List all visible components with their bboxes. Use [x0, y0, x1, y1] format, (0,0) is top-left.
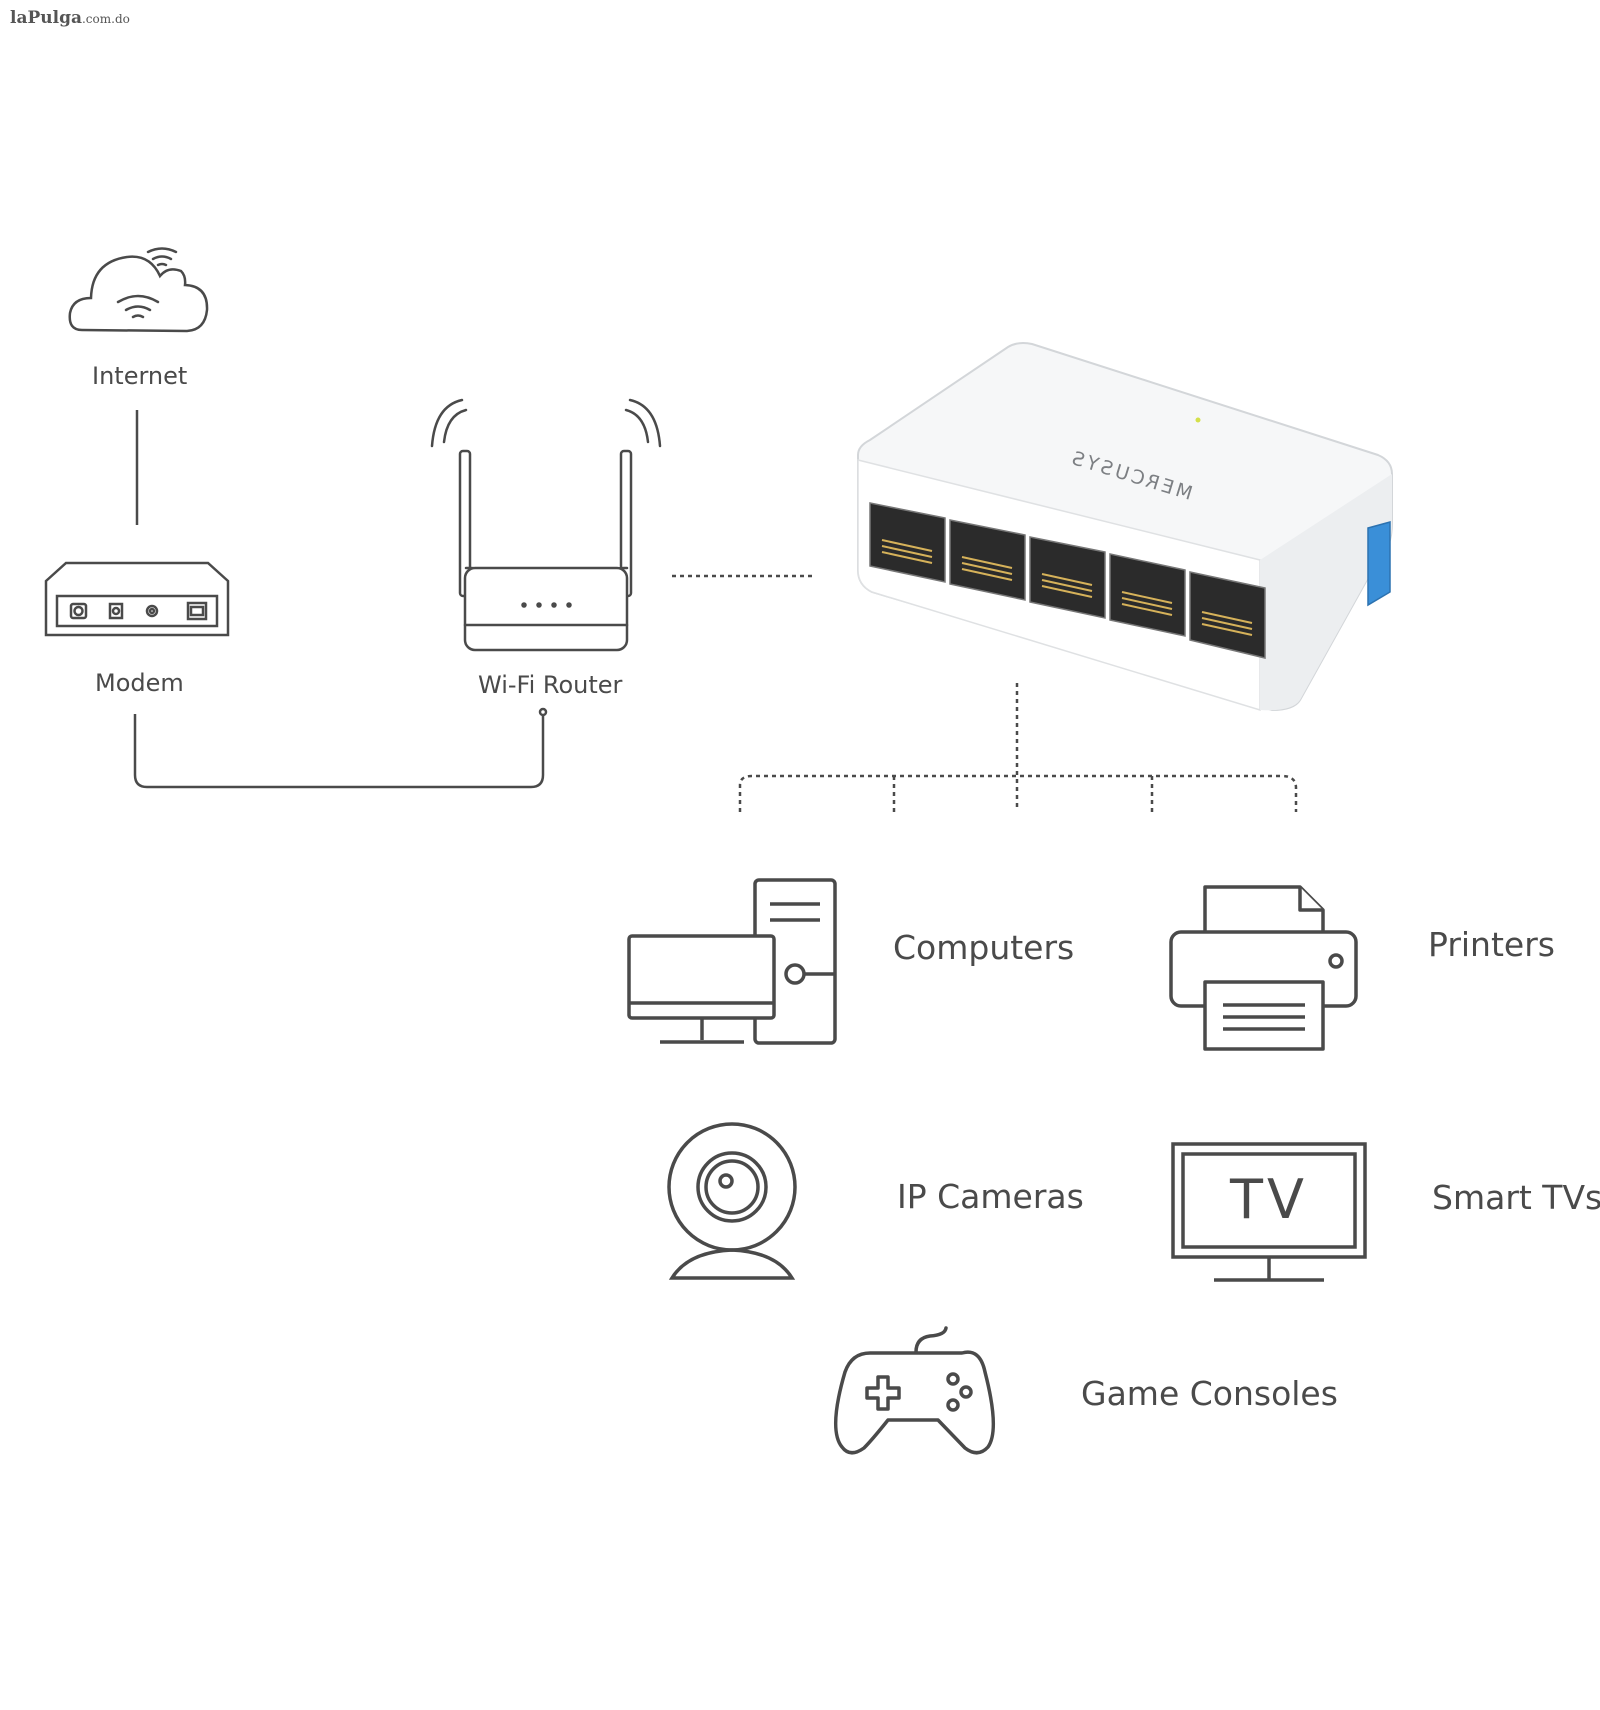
modem-icon: [44, 561, 230, 637]
tv-screen-text: TV: [1229, 1168, 1308, 1231]
game-consoles-label: Game Consoles: [1081, 1374, 1338, 1413]
router-icon: [430, 398, 662, 652]
cable-end-dot: [538, 707, 548, 717]
ip-cameras-label: IP Cameras: [897, 1177, 1084, 1216]
switch-image: MERCUSYS: [857, 342, 1393, 712]
gamepad-icon: [833, 1326, 996, 1455]
webcam-icon: [667, 1122, 797, 1280]
printer-icon: [1169, 885, 1358, 1051]
computers-label: Computers: [893, 928, 1075, 967]
router-label: Wi-Fi Router: [478, 671, 623, 699]
smart-tvs-label: Smart TVs: [1432, 1178, 1600, 1217]
modem-label: Modem: [95, 669, 184, 697]
modem-router-cable: [133, 714, 545, 789]
computer-icon: [627, 878, 837, 1045]
tv-icon: TV: [1171, 1142, 1367, 1282]
cloud-icon: [68, 247, 209, 333]
connector-lines: [133, 410, 1298, 812]
watermark-logo: laPulga.com.do: [10, 8, 130, 28]
switch-port-pins: [881, 539, 1253, 636]
internet-label: Internet: [92, 362, 188, 390]
printers-label: Printers: [1428, 925, 1555, 964]
